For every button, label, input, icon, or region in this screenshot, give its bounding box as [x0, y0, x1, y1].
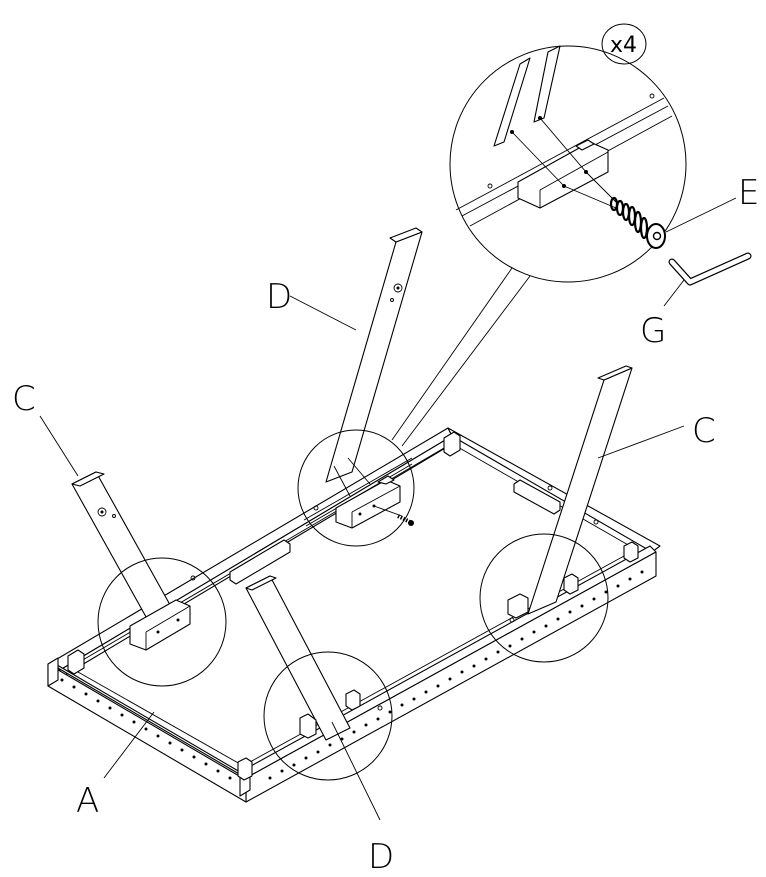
frame-holes-front	[268, 570, 644, 780]
leader-d-lower	[331, 721, 381, 821]
hex-key-g	[668, 252, 752, 286]
detail-circle-left	[97, 557, 227, 687]
label-g: G	[640, 311, 666, 351]
label-a: A	[76, 781, 99, 821]
label-c-right: C	[692, 411, 716, 451]
label-d-lower: D	[368, 837, 394, 877]
leg-c-left	[71, 471, 191, 651]
detail-circle-center	[297, 429, 415, 547]
bolt-e	[609, 196, 666, 249]
center-detail-bracket	[303, 457, 413, 529]
label-e: E	[738, 173, 759, 213]
leg-d-upper	[325, 227, 423, 483]
zoom-leader-left	[391, 267, 513, 441]
table-frame-a	[47, 427, 661, 803]
zoom-detail-circle	[449, 45, 687, 283]
frame-holes-left	[60, 678, 232, 780]
leader-c-right	[597, 425, 685, 459]
leader-e	[665, 197, 737, 233]
detail-circle-front	[263, 651, 393, 781]
detail-circle-right	[479, 533, 609, 663]
leg-c-right	[507, 365, 633, 619]
label-c-left: C	[12, 379, 36, 419]
leader-c-left	[39, 415, 79, 477]
center-bolt	[397, 514, 414, 526]
leader-g	[663, 279, 685, 307]
leader-a	[103, 711, 155, 779]
leg-d-lower	[245, 575, 361, 741]
label-d-upper: D	[266, 277, 292, 317]
quantity-badge-text: x4	[610, 33, 637, 58]
leader-d-upper	[289, 295, 357, 331]
zoom-leader-right	[401, 275, 531, 447]
zoom-detail-content	[455, 45, 673, 227]
quantity-badge: x4	[601, 23, 647, 65]
